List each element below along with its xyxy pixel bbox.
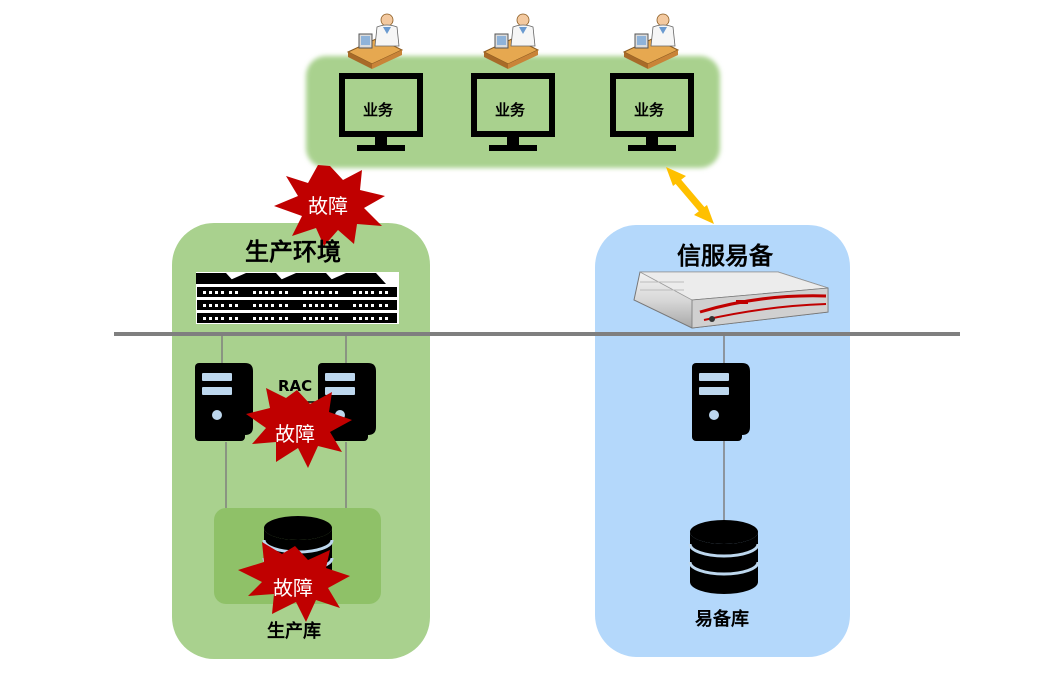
backup-title: 信服易备 (677, 242, 773, 270)
production-title: 生产环境 (245, 238, 341, 266)
backup-server-icon (692, 363, 750, 441)
sync-arrow-icon (666, 167, 714, 224)
fault-burst-icon (246, 388, 352, 468)
backup-appliance-icon (633, 271, 829, 329)
business-terminal-label: 业务 (495, 101, 526, 119)
business-terminal-label: 业务 (634, 101, 665, 119)
fault-burst-icon (238, 542, 350, 622)
production-db-label: 生产库 (267, 621, 321, 642)
production-server-left-icon (195, 363, 253, 441)
fault-label: 故障 (308, 194, 348, 218)
fault-label: 故障 (273, 576, 313, 600)
fault-burst-icon (274, 165, 385, 246)
backup-database-icon (688, 518, 760, 596)
fault-label: 故障 (275, 422, 315, 446)
business-terminal-label: 业务 (363, 101, 394, 119)
storage-array-icon (196, 272, 399, 324)
connector-lines (221, 334, 725, 520)
cluster-label: RAC (278, 377, 313, 395)
backup-db-label: 易备库 (695, 609, 749, 630)
